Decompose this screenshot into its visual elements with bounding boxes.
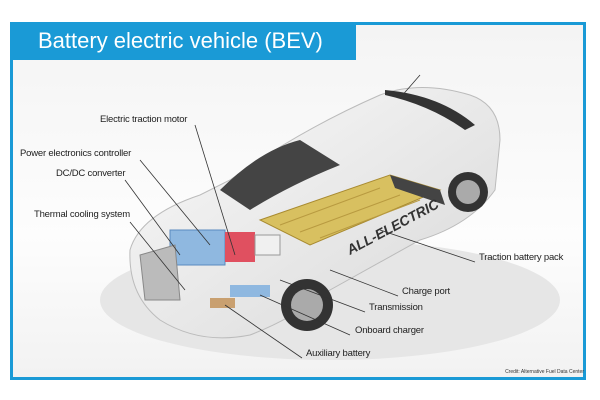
windshield [220,140,340,210]
label-onboard-charger: Onboard charger [355,325,424,336]
grille [139,244,181,301]
transmission-part [254,234,281,256]
label-traction-battery-pack: Traction battery pack [479,252,564,263]
label-transmission: Transmission [369,302,423,313]
label-thermal-cooling-system: Thermal cooling system [34,209,130,220]
onboard-charger-part [230,285,270,297]
rear-window [385,90,475,130]
traction-motor [225,232,255,262]
credit-text: Credit: Alternative Fuel Data Center [505,369,584,375]
battery-pack [258,174,445,246]
label-dcdc-converter: DC/DC converter [56,168,126,179]
diagram-title: Battery electric vehicle (BEV) [10,22,356,60]
leader-lines [124,74,476,359]
label-charge-port: Charge port [402,286,450,297]
power-electronics [169,229,226,266]
label-auxiliary-battery: Auxiliary battery [306,348,371,359]
aux-battery-part [210,298,235,308]
label-electric-traction-motor: Electric traction motor [100,114,188,125]
label-power-electronics-controller: Power electronics controller [20,148,132,159]
